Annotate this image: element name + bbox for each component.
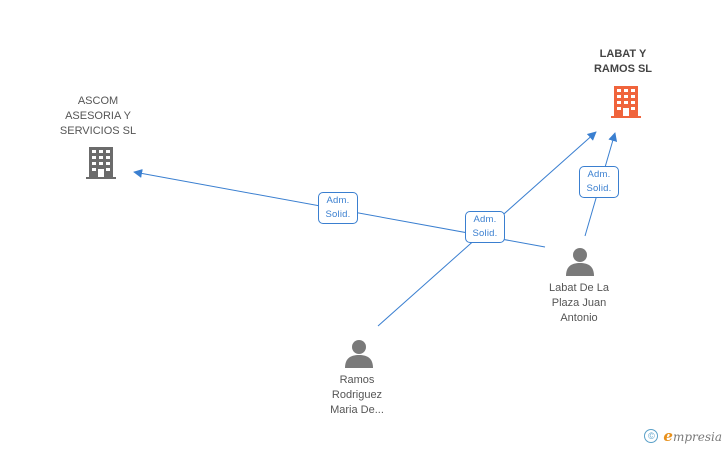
copyright-icon: © — [644, 429, 659, 443]
brand-e: e — [663, 427, 673, 445]
brand-wordmark: empresia — [663, 427, 722, 445]
node-label-labat-ramos[interactable]: LABAT Y RAMOS SL — [593, 48, 653, 75]
person-icon[interactable] — [345, 340, 373, 368]
edge-label-line2: Solid. — [325, 209, 351, 220]
person-icon[interactable] — [566, 248, 594, 276]
edge-label-adm-solid: Adm. Solid. — [579, 166, 619, 198]
edge-label-line2: Solid. — [472, 228, 498, 239]
edge-label-line2: Solid. — [586, 183, 612, 194]
edge-label-line1: Adm. — [326, 195, 350, 206]
edge-label-adm-solid: Adm. Solid. — [318, 192, 358, 224]
building-icon-main[interactable] — [611, 86, 641, 118]
building-icon[interactable] — [86, 145, 116, 179]
node-label-ascom[interactable]: ASCOM ASESORIA Y SERVICIOS SL — [59, 95, 137, 137]
edge-label-adm-solid: Adm. Solid. — [465, 211, 505, 243]
brand-rest: mpresia — [672, 430, 722, 444]
node-label-labat-juan[interactable]: Labat De La Plaza Juan Antonio — [549, 282, 609, 324]
node-label-ramos-maria[interactable]: Ramos Rodriguez Maria De... — [330, 374, 384, 416]
edge-label-line1: Adm. — [473, 214, 497, 225]
edge-label-line1: Adm. — [587, 169, 611, 180]
empresia-logo[interactable]: © empresia — [644, 427, 722, 445]
